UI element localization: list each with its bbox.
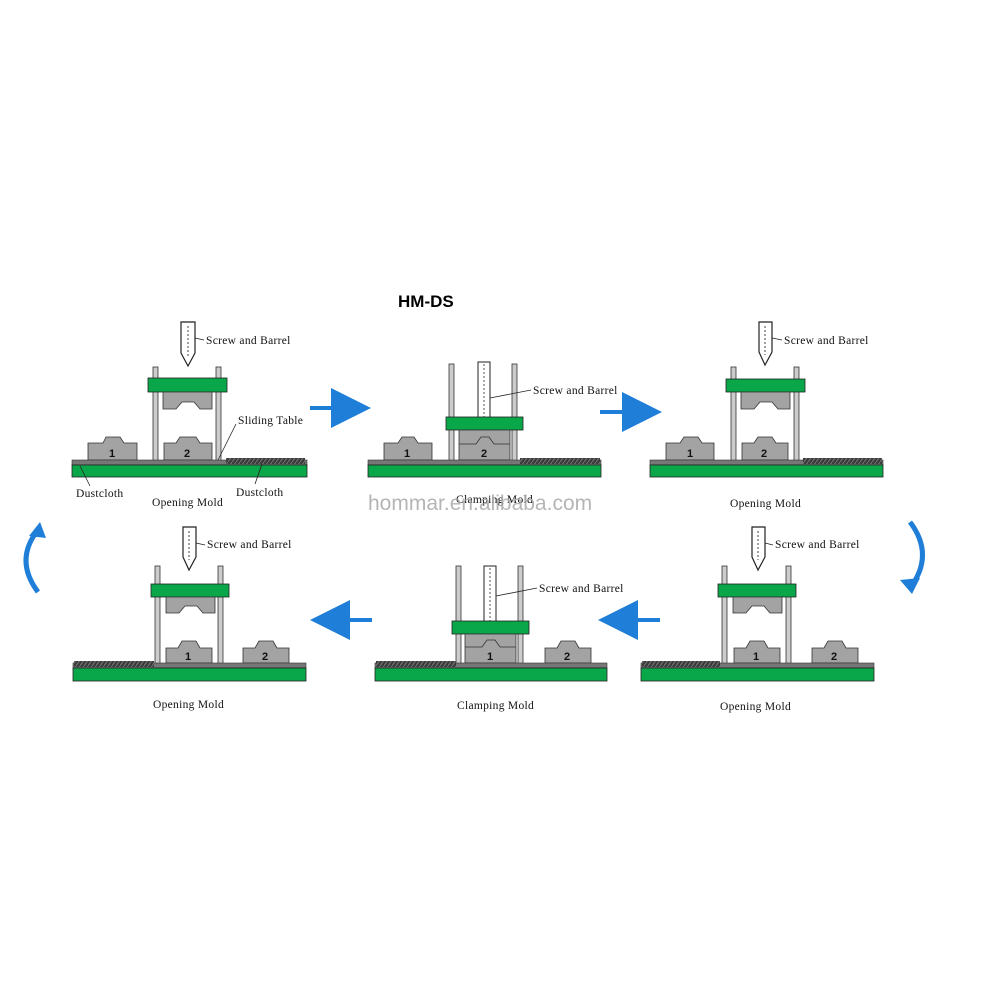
moving-platen (717, 583, 797, 598)
panel-caption: Clamping Mold (457, 700, 534, 712)
screw-and-barrel-icon (182, 526, 197, 572)
mold-2-label: 2 (564, 651, 570, 663)
screw-barrel-label: Screw and Barrel (539, 583, 624, 595)
mold-2-label: 2 (481, 448, 487, 460)
screw-barrel-label: Screw and Barrel (207, 539, 292, 551)
screw-barrel-label: Screw and Barrel (533, 385, 618, 397)
diagram-title: HM-DS (398, 292, 454, 311)
machine-base (71, 464, 308, 478)
mold-1-label: 1 (487, 651, 493, 663)
machine-base (367, 464, 602, 478)
mold-1-label: 1 (404, 448, 410, 460)
mold-2-label: 2 (831, 651, 837, 663)
moving-platen (451, 620, 530, 635)
machine-base (640, 667, 875, 682)
moving-platen (147, 377, 228, 393)
mold-2-label: 2 (761, 448, 767, 460)
machine-base (374, 667, 608, 682)
curved-arrow-icon (23, 528, 41, 594)
moving-platen (725, 378, 806, 393)
mold-2-label: 2 (262, 651, 268, 663)
mold-1-label: 1 (753, 651, 759, 663)
machine-base (72, 667, 307, 682)
screw-and-barrel-icon (180, 321, 196, 368)
curved-arrow-icon (907, 520, 925, 590)
dustcloth-right-label: Dustcloth (236, 487, 283, 499)
moving-platen (150, 583, 230, 598)
dustcloth-left-label: Dustcloth (76, 488, 123, 500)
mold-1-label: 1 (109, 448, 115, 460)
watermark: hommar.en.alibaba.com (368, 492, 592, 515)
screw-and-barrel-icon (751, 526, 766, 572)
mold-1-label: 1 (185, 651, 191, 663)
moving-platen (445, 416, 524, 431)
screw-barrel-label: Screw and Barrel (784, 335, 869, 347)
panel-caption: Opening Mold (152, 497, 223, 509)
panel-opening-mold-1: Screw and Barrel Sliding Table 1 2 Dustc… (71, 321, 308, 509)
panel-caption: Clamping Mold (456, 494, 533, 506)
panel-caption: Opening Mold (730, 498, 801, 510)
screw-barrel-label: Screw and Barrel (206, 335, 291, 347)
panel-opening-mold-2: Screw and Barrel 1 2 Opening Mold (649, 321, 884, 510)
panel-caption: Opening Mold (153, 699, 224, 711)
panel-caption: Opening Mold (720, 701, 791, 713)
panel-opening-mold-4: Screw and Barrel 1 2 Opening Mold (72, 526, 307, 711)
machine-base (649, 464, 884, 478)
mold-2-label: 2 (184, 448, 190, 460)
panel-clamping-mold-1: Screw and Barrel 2 1 Clamping Mold (367, 361, 618, 506)
panel-opening-mold-3: Screw and Barrel 1 2 Opening Mold (640, 526, 875, 713)
mold-1-label: 1 (687, 448, 693, 460)
panel-clamping-mold-2: Screw and Barrel 1 2 Clamping Mold (374, 565, 624, 712)
sliding-table-label: Sliding Table (238, 415, 303, 427)
screw-and-barrel-icon (758, 321, 773, 367)
screw-barrel-label: Screw and Barrel (775, 539, 860, 551)
